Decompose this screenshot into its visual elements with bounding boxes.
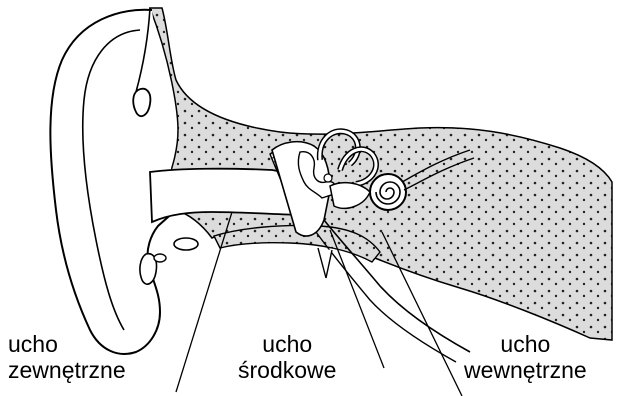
cochlea <box>370 174 406 210</box>
styloid-process <box>318 248 332 278</box>
label-middle-ear: ucho środkowe <box>238 331 336 383</box>
label-outer-line2: zewnętrzne <box>8 357 126 383</box>
label-middle-line2: środkowe <box>238 357 336 383</box>
label-inner-ear: ucho wewnętrzne <box>464 331 587 383</box>
label-inner-line2: wewnętrzne <box>464 357 587 383</box>
cartilage-upper <box>133 89 150 116</box>
cartilage-oval-2 <box>154 254 166 262</box>
cartilage-oval-1 <box>174 238 198 250</box>
label-middle-line1: ucho <box>238 331 336 357</box>
stapes <box>324 174 332 182</box>
label-outer-ear: ucho zewnętrzne <box>8 331 126 383</box>
label-outer-line1: ucho <box>8 331 126 357</box>
label-inner-line1: ucho <box>464 331 587 357</box>
